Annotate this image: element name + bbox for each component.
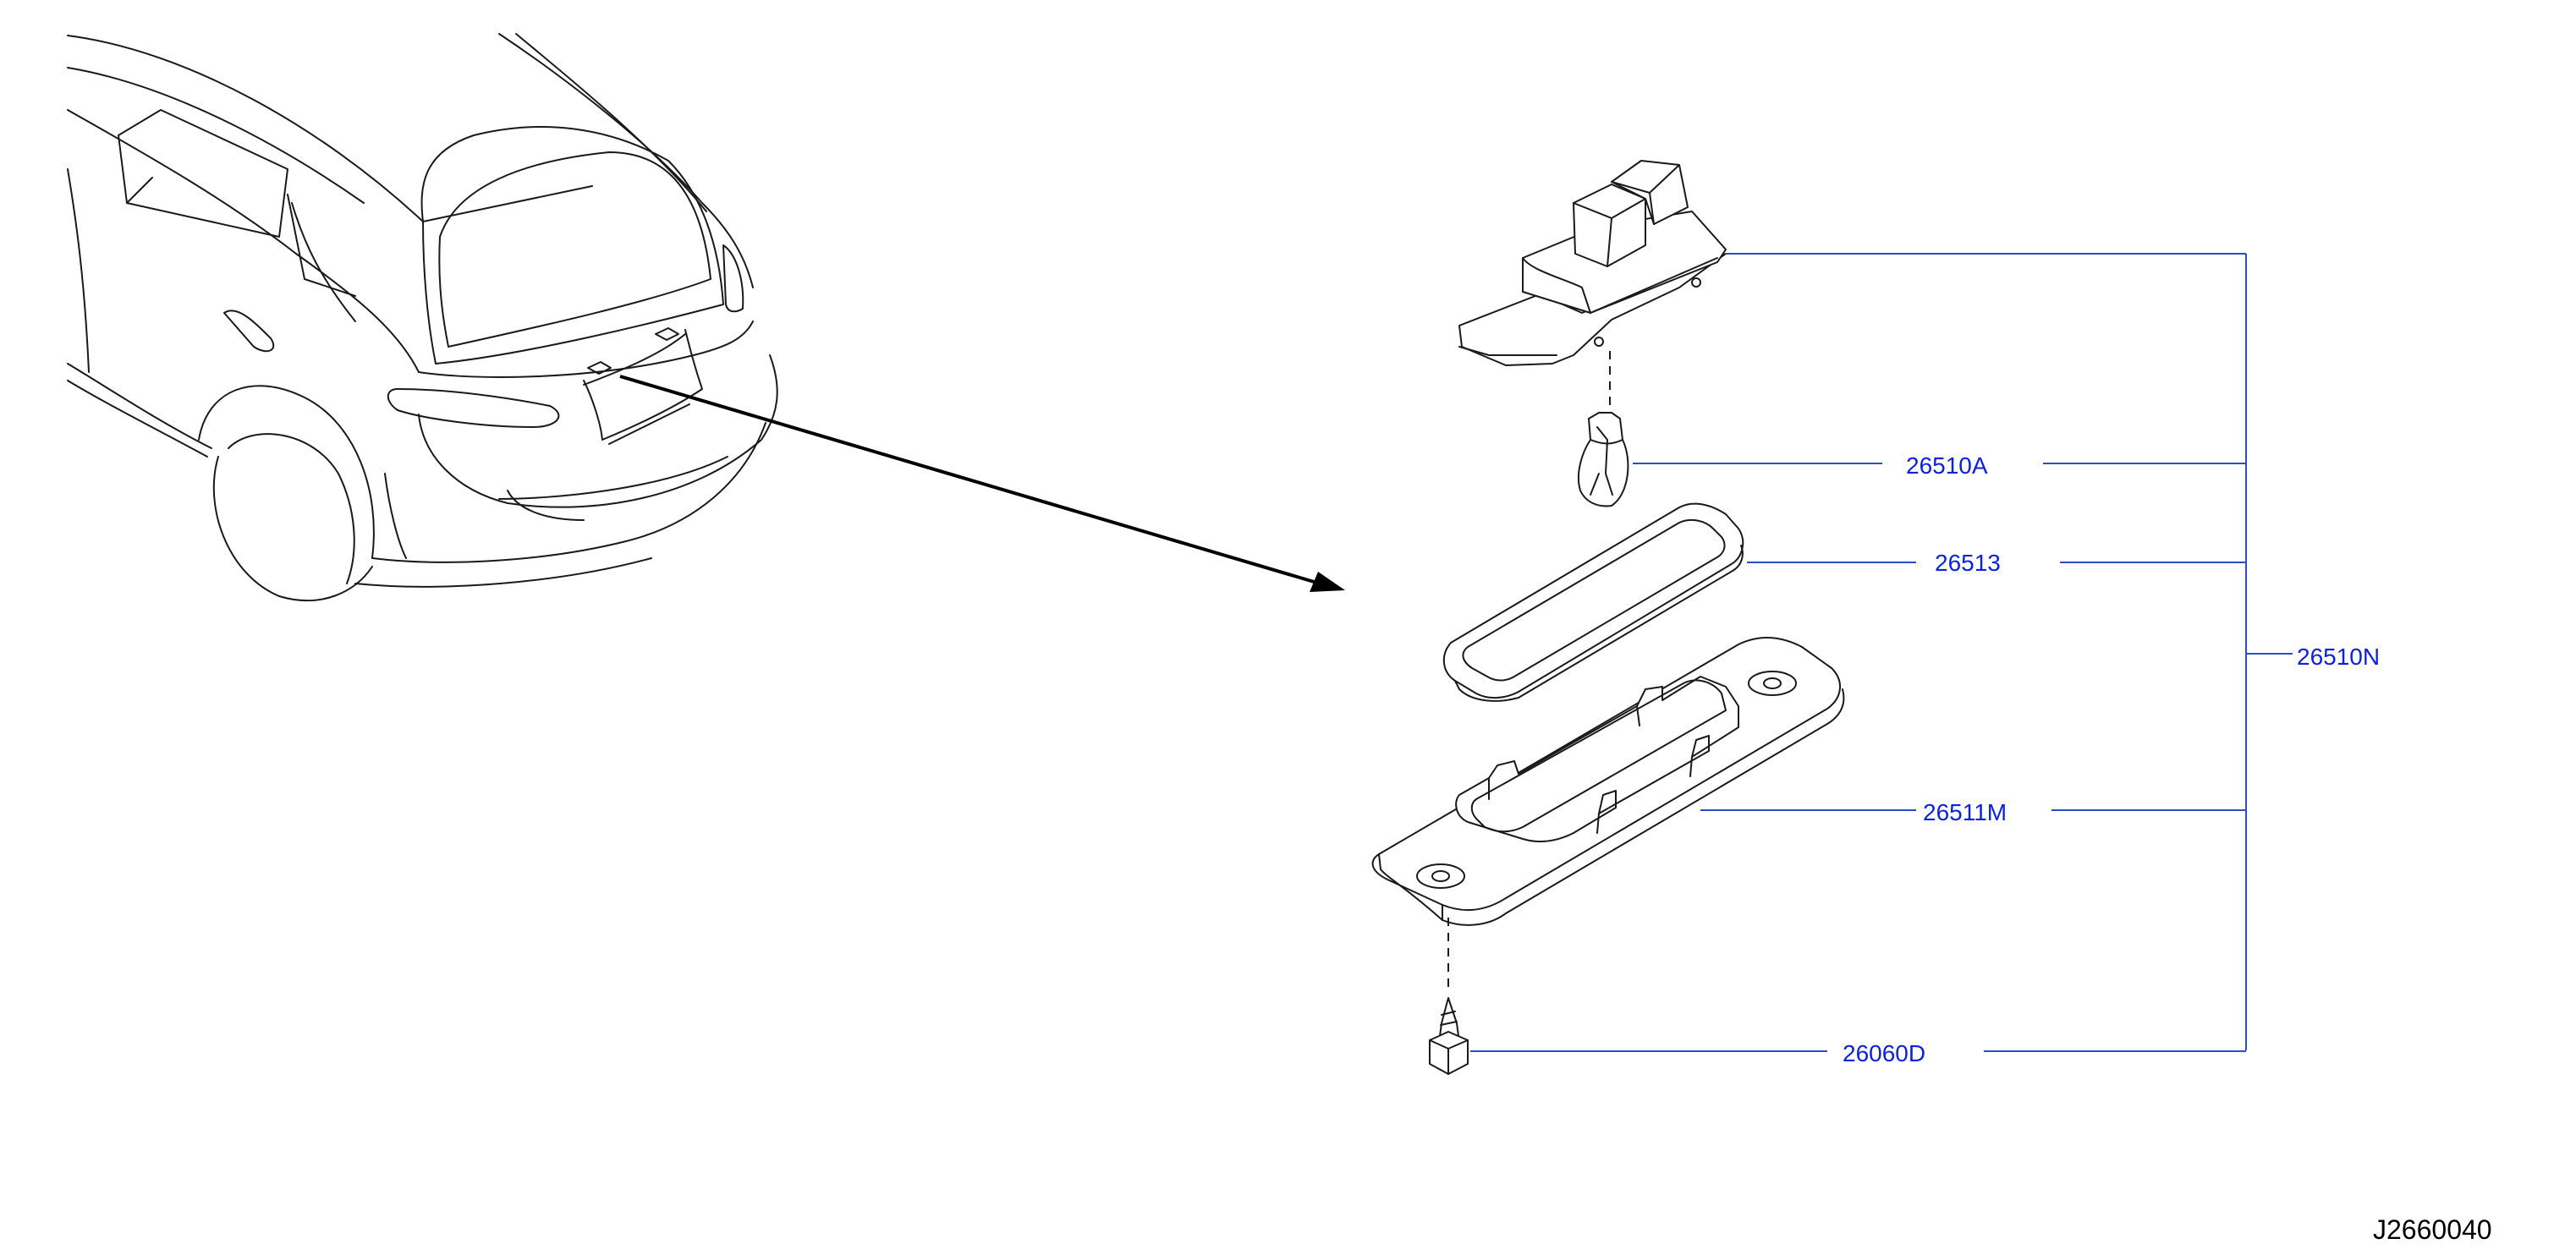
- drawing-code: J2660040: [2373, 1214, 2492, 1245]
- gasket-part: [1442, 502, 1744, 702]
- part-label-screw: 26060D: [1843, 1040, 1925, 1066]
- part-label-assembly: 26510N: [2297, 644, 2380, 670]
- lamp-body-part: [1458, 160, 1727, 366]
- location-arrow: [619, 375, 1345, 592]
- vehicle-illustration: [67, 33, 778, 602]
- part-label-gasket: 26513: [1935, 550, 2001, 576]
- bulb-part: [1577, 412, 1629, 507]
- housing-part: [1371, 637, 1845, 926]
- part-label-lamp-body: 26510A: [1906, 452, 1988, 479]
- screw-part: [1429, 997, 1469, 1075]
- part-label-housing: 26511M: [1923, 799, 2007, 825]
- leader-lines: [1470, 253, 2293, 1052]
